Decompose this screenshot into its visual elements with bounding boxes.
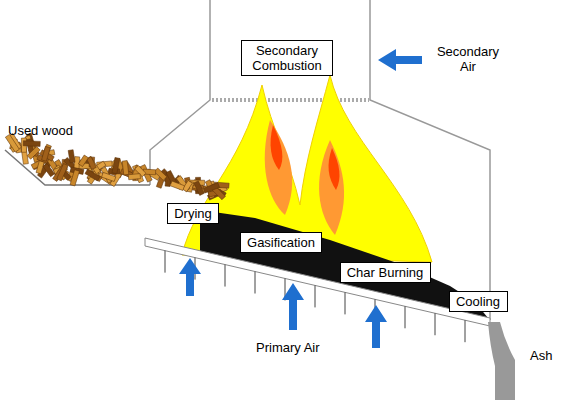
box-label: Cooling (455, 294, 502, 309)
wood-chip (122, 161, 129, 175)
wood-chip (78, 155, 88, 167)
wood-chip (154, 168, 167, 180)
stage-box: Char Burning (340, 262, 431, 283)
nozzle (465, 320, 466, 342)
wood-chip (128, 174, 140, 180)
wood-chip (70, 170, 79, 186)
air-nozzles (165, 251, 465, 343)
wood-chip (203, 183, 219, 193)
stage-box: Cooling (449, 291, 508, 312)
part-label: Ash (530, 348, 552, 363)
primary-air-arrow (282, 283, 304, 330)
primary-air-arrow (365, 305, 387, 348)
part-label: Secondary Air (428, 44, 508, 74)
wood-chip (194, 181, 204, 196)
wood-chip (27, 147, 40, 160)
flame-core (329, 148, 340, 190)
wood-chip (87, 157, 101, 174)
box-label: Drying (173, 206, 213, 221)
wood-pile (5, 133, 229, 200)
part-label: Used wood (8, 123, 73, 138)
nozzle (405, 306, 406, 328)
wood-chip (112, 157, 120, 173)
nozzle (165, 251, 166, 273)
wood-chip (43, 164, 55, 177)
nozzle (225, 265, 226, 287)
air-arrows (179, 49, 422, 348)
wood-chip (102, 172, 116, 181)
nozzle (255, 272, 256, 294)
stage-box: Gasification (240, 232, 322, 253)
primary-air-arrow (179, 258, 201, 296)
nozzle (315, 285, 316, 307)
wood-chip (57, 164, 68, 181)
flame-inner (319, 140, 344, 235)
flame-core (271, 125, 283, 170)
secondary-air-arrow (378, 49, 422, 71)
box-label: Secondary Combustion (247, 43, 327, 73)
combustion-zone-box: Secondary Combustion (241, 40, 333, 76)
ash-discharge (488, 322, 515, 400)
left-wall (150, 0, 210, 185)
wood-chip (36, 161, 44, 174)
nozzle (435, 313, 436, 335)
nozzle (345, 292, 346, 314)
wood-chip (68, 150, 75, 163)
flame-inner (265, 120, 292, 215)
wood-chip (42, 146, 51, 161)
box-label: Gasification (246, 235, 316, 250)
part-label: Primary Air (256, 340, 320, 355)
chimney-grid (211, 98, 369, 102)
stage-box: Drying (167, 203, 219, 224)
wood-chip (170, 181, 184, 190)
box-label: Char Burning (346, 265, 425, 280)
wood-chip (23, 141, 40, 147)
